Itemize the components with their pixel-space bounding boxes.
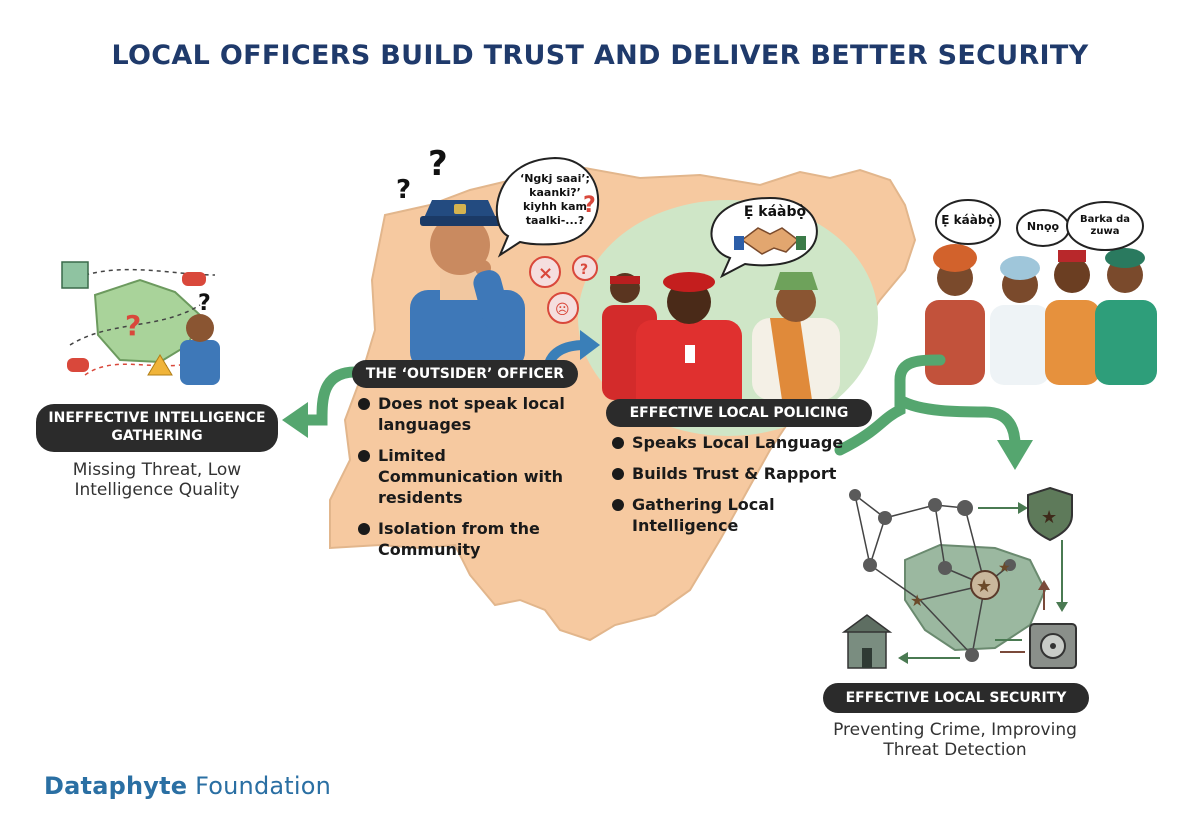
svg-text:★: ★ — [976, 576, 992, 597]
community-speech-text-3: Barka da zuwa — [1079, 214, 1131, 237]
police-station-icon — [841, 614, 893, 669]
svg-text:?: ? — [580, 262, 588, 278]
effective-security-caption: Preventing Crime, Improving Threat Detec… — [833, 720, 1077, 760]
ineffective-intelligence-label: INEFFECTIVE INTELLIGENCE GATHERING — [36, 404, 278, 452]
outsider-bullet-list: Does not speak local languages Limited C… — [358, 393, 578, 570]
community-elder-figure — [752, 272, 840, 400]
community-speech-text-2: Nnọọ — [1026, 220, 1060, 233]
svg-text:★: ★ — [910, 591, 924, 610]
list-item: Limited Communication with residents — [358, 445, 578, 508]
question-mark-icon: ? — [125, 309, 141, 342]
vault-icon — [1029, 623, 1077, 669]
svg-text:×: × — [538, 263, 553, 284]
outsider-speech-bubble — [495, 156, 600, 258]
local-officers-figure — [602, 272, 742, 425]
svg-text:☹: ☹ — [555, 302, 570, 318]
outsider-officer-label: THE ‘OUTSIDER’ OFFICER — [352, 360, 578, 388]
local-policing-bullet-list: Speaks Local Language Builds Trust & Rap… — [612, 432, 852, 546]
handshake-speech-text: Ẹ káàbọ̀ — [743, 204, 807, 220]
brand-logo: Dataphyte Foundation — [44, 772, 332, 800]
security-network-illustration: ★ ★ ★ — [849, 489, 1068, 664]
list-item: Speaks Local Language — [612, 432, 852, 453]
effective-security-label: EFFECTIVE LOCAL SECURITY — [823, 683, 1089, 713]
ineffective-caption: Missing Threat, Low Intelligence Quality — [72, 460, 242, 500]
outsider-speech-text: ‘Ngkj saai’; kaanki?’ kiyhh kam taalki-.… — [520, 172, 590, 227]
list-item: Gathering Local Intelligence — [612, 494, 852, 536]
community-speech-bubble — [935, 199, 1001, 245]
question-mark-icon: ? — [583, 193, 596, 218]
confusion-icons: × ? ☹ — [529, 255, 598, 324]
question-mark-icon: ? — [198, 291, 211, 316]
community-speech-bubble — [1066, 201, 1144, 251]
page-title: LOCAL OFFICERS BUILD TRUST AND DELIVER B… — [111, 40, 1089, 71]
svg-text:★: ★ — [1041, 507, 1057, 528]
shield-icon: ★ — [1027, 486, 1073, 542]
community-group-figure — [925, 244, 1157, 385]
local-policing-label: EFFECTIVE LOCAL POLICING — [606, 399, 872, 427]
community-speech-text-1: Ẹ káàbọ̀ — [941, 213, 995, 227]
ineffective-map-illustration — [61, 261, 220, 385]
question-mark-icon: ? — [396, 175, 411, 205]
list-item: Does not speak local languages — [358, 393, 578, 435]
list-item: Isolation from the Community — [358, 518, 578, 560]
svg-text:★: ★ — [998, 560, 1011, 576]
question-mark-icon: ? — [428, 144, 448, 184]
arrow-to-effective-security — [834, 354, 1033, 470]
arrow-to-ineffective — [282, 366, 361, 438]
outsider-officer-figure — [410, 200, 525, 370]
handshake-icon — [734, 227, 806, 255]
list-item: Builds Trust & Rapport — [612, 463, 852, 484]
